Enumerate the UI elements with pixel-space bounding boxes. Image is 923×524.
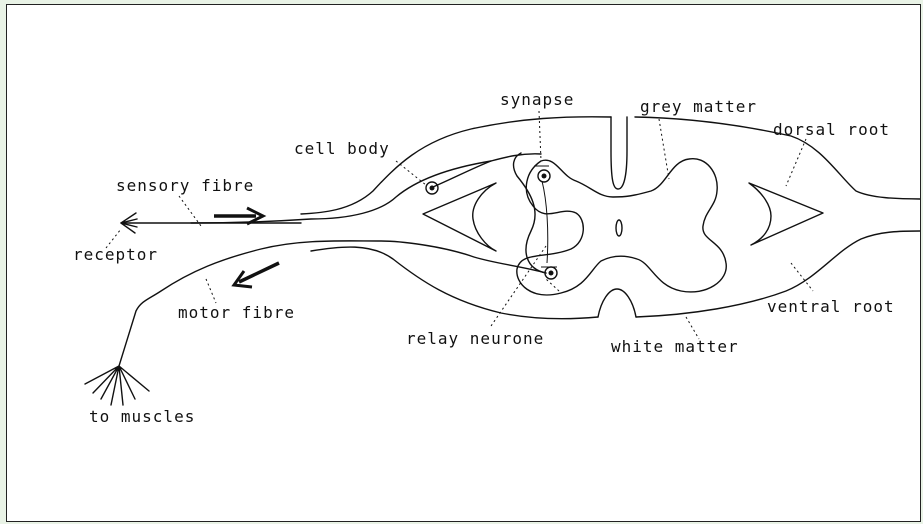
label-cell-body: cell body	[294, 139, 390, 158]
label-grey-matter: grey matter	[640, 97, 757, 116]
label-to-muscles: to muscles	[89, 407, 195, 426]
cell-body-marker	[426, 182, 438, 194]
synapse-marker	[534, 166, 550, 182]
label-motor-fibre: motor fibre	[178, 303, 295, 322]
muscle-endings	[85, 366, 149, 405]
label-white-matter: white matter	[611, 337, 739, 356]
ventral-fissure	[598, 289, 636, 317]
central-canal	[616, 220, 622, 236]
label-receptor: receptor	[73, 245, 158, 264]
label-ventral-root: ventral root	[767, 297, 895, 316]
label-relay-neurone: relay neurone	[406, 329, 544, 348]
right-ganglion	[749, 183, 823, 245]
sensory-neurone	[121, 153, 546, 273]
label-sensory-fibre: sensory fibre	[116, 176, 254, 195]
label-dorsal-root: dorsal root	[773, 120, 890, 139]
label-synapse: synapse	[500, 90, 574, 109]
diagram-frame: synapse grey matter dorsal root cell bod…	[6, 4, 921, 522]
reflex-arc-diagram: synapse grey matter dorsal root cell bod…	[7, 5, 921, 522]
dorsal-fissure	[611, 117, 627, 189]
motor-direction-arrow	[234, 263, 279, 287]
